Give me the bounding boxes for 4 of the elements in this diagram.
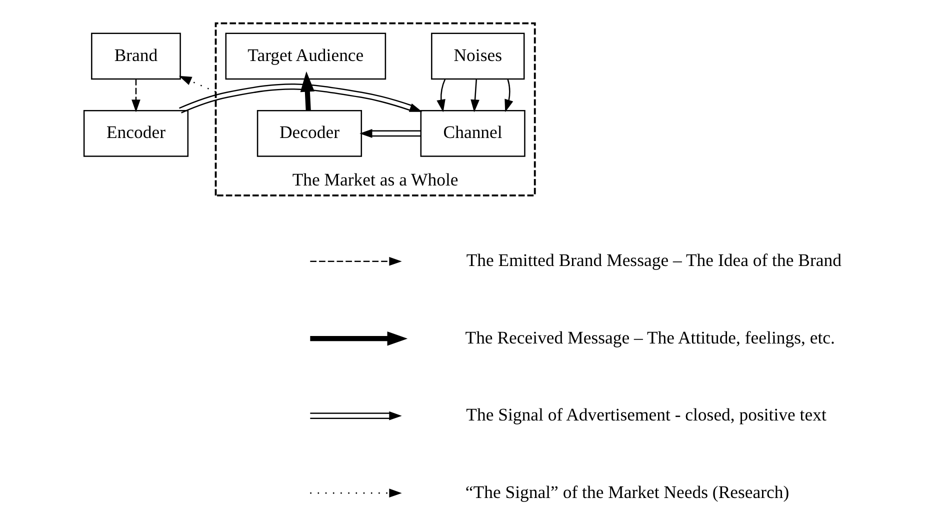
- legend-label: The Emitted Brand Message – The Idea of the Brand: [466, 250, 842, 270]
- legend-label: The Signal of Advertisement - closed, positive text: [466, 404, 826, 425]
- legend-label: The Received Message – The Attitude, feelings, etc.: [465, 327, 835, 348]
- legend-label: “The Signal” of the Market Needs (Research): [465, 482, 790, 502]
